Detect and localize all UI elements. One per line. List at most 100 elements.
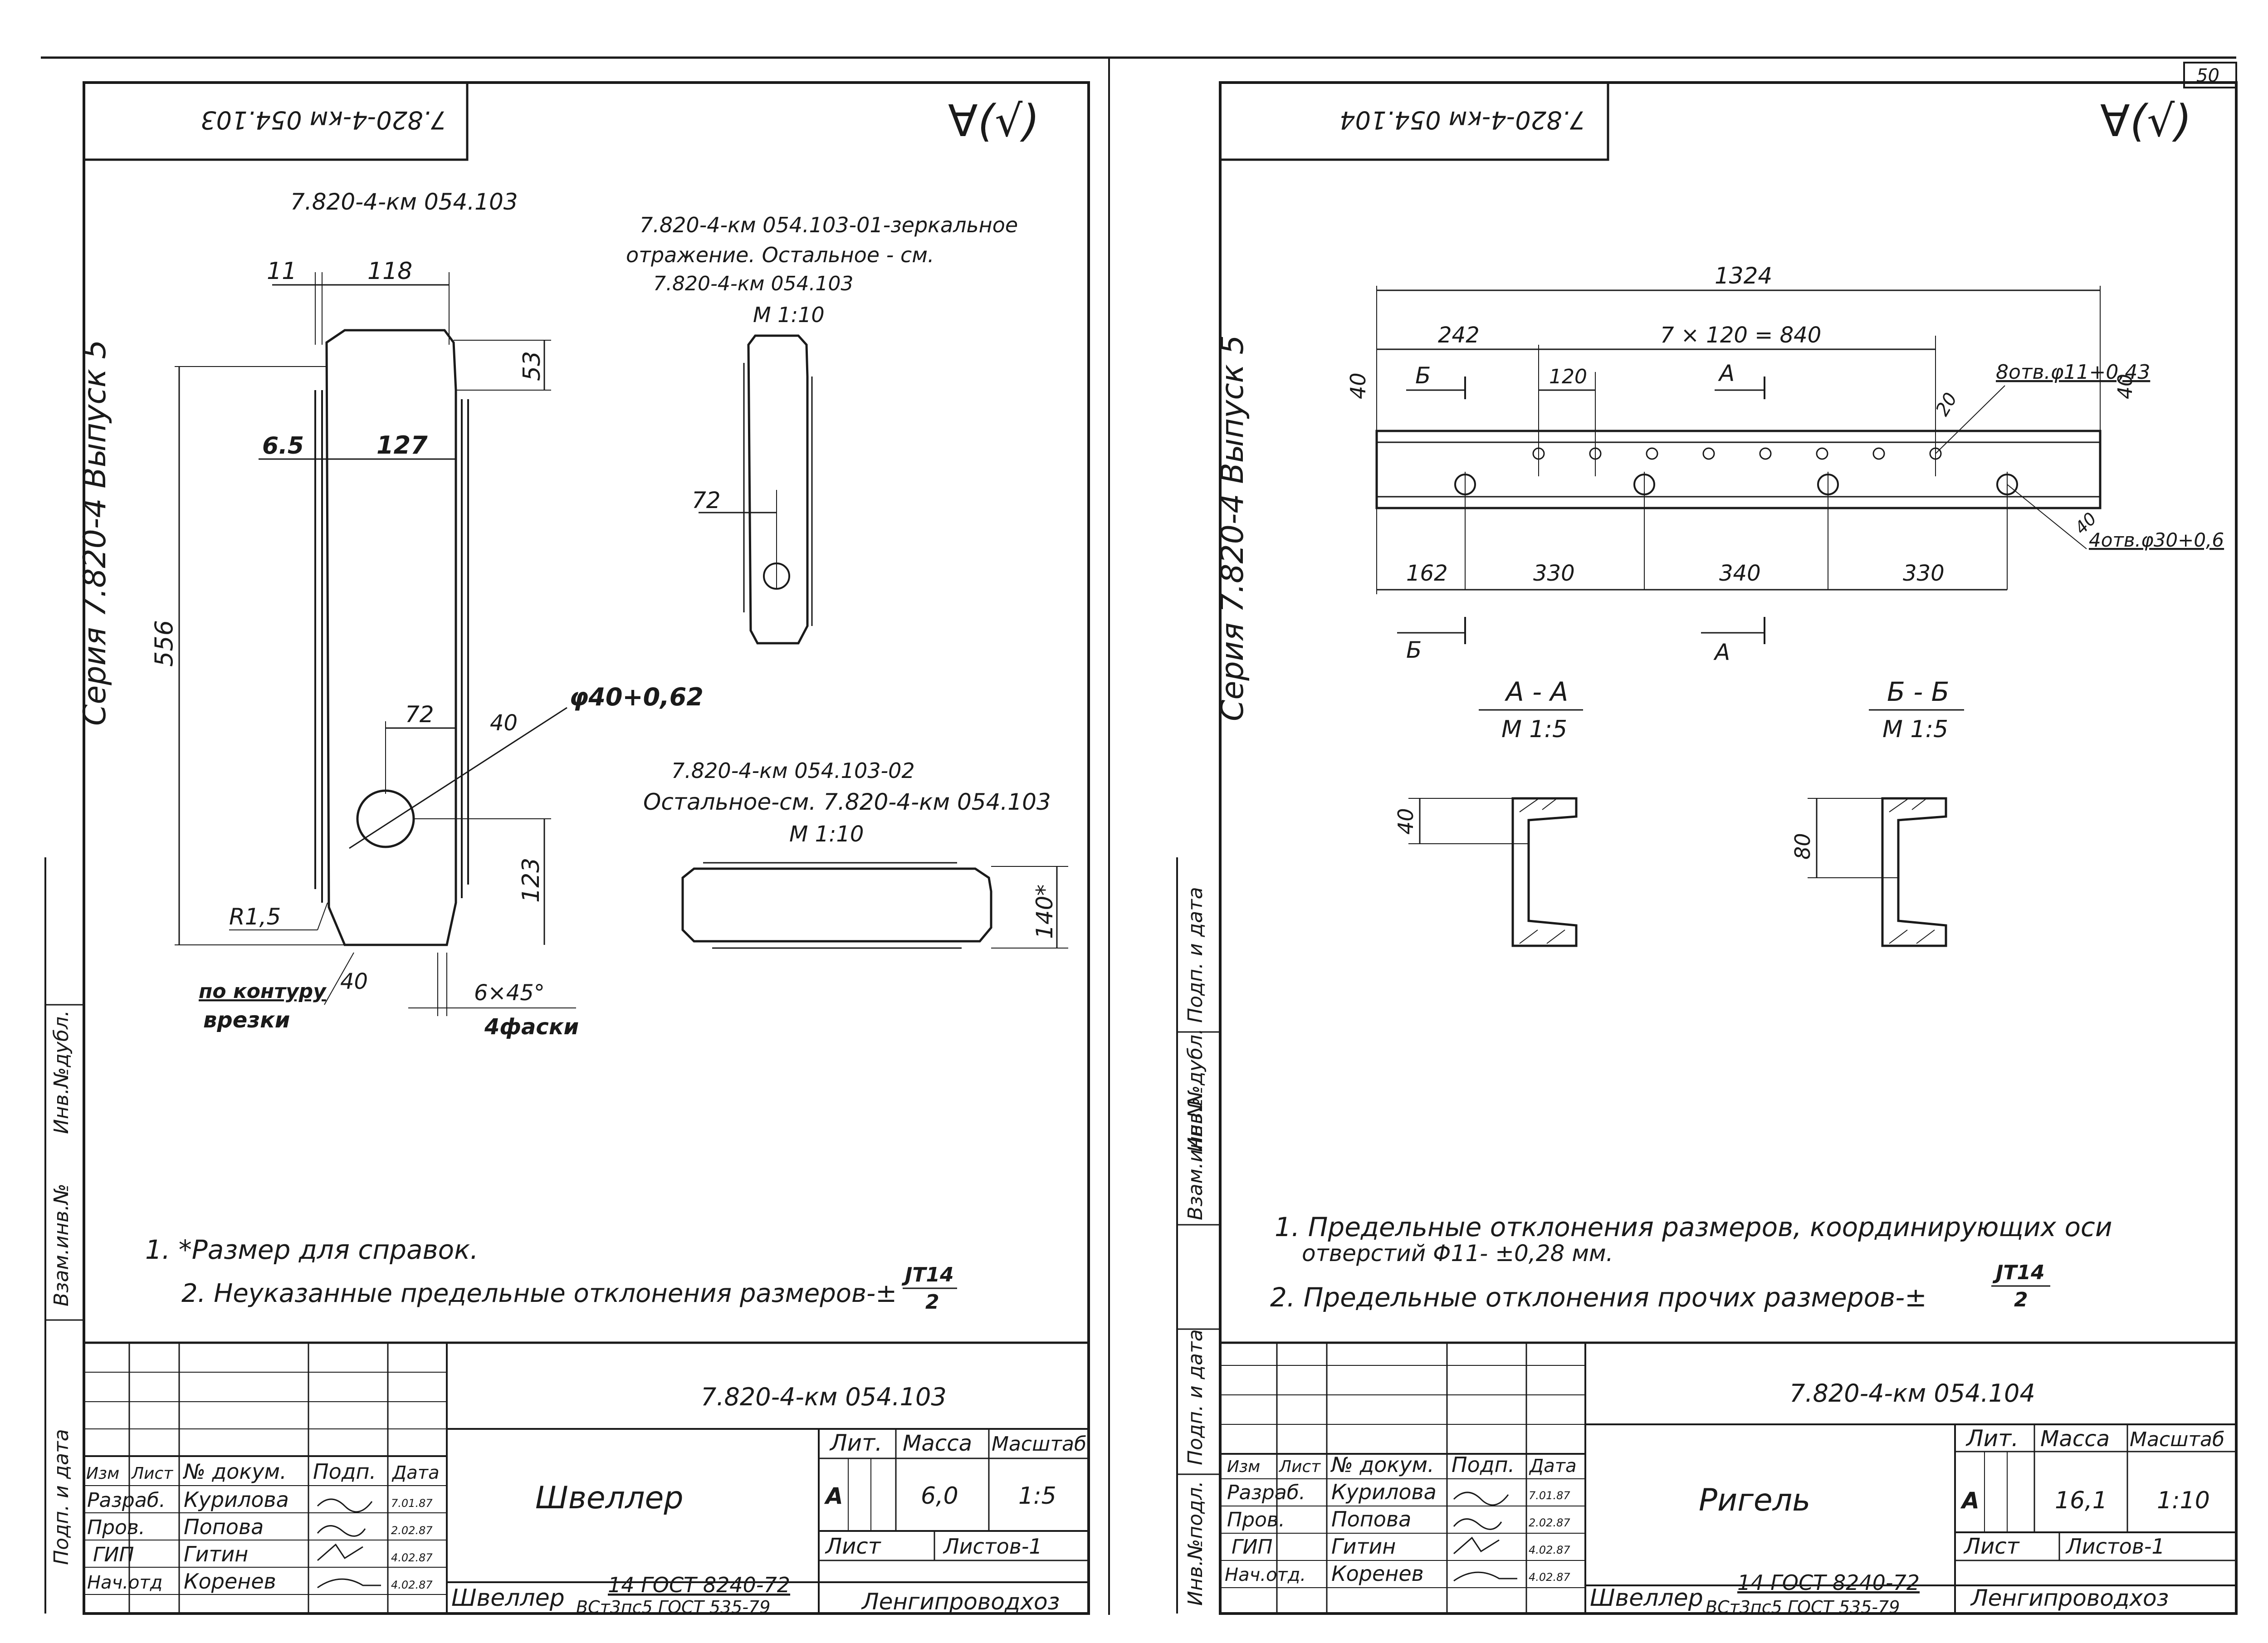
left-note-1: 1. *Размер для справок. [145,1234,479,1265]
cut-b-top: Б [1415,362,1431,389]
left-margin-label-3: Подп. и дата [50,1429,73,1565]
right-date-2: 2.02.87 [1529,1516,1570,1529]
variant1-note-3: 7.820-4-км 054.103 [653,272,853,295]
left-name-2: Попова [184,1515,264,1539]
left-material-spec-2: ВСт3пс5 ГОСТ 535-79 [576,1597,770,1617]
left-note-2-den: 2 [925,1291,939,1314]
left-role-4: Нач.отд [87,1572,162,1593]
right-scale-header: Масштаб [2130,1428,2224,1451]
dim-72: 72 [405,701,434,728]
left-doc-code: 7.820-4-км 054.103 [200,106,446,134]
left-h-izm: Изм [86,1464,119,1483]
dim-330-b: 330 [1903,561,1945,586]
left-signature-4 [317,1578,381,1589]
variant2-code: 7.820-4-км 054.103-02 [671,758,915,783]
left-date-4: 4.02.87 [391,1579,433,1591]
section-b-title: Б - Б [1887,676,1949,707]
right-note-2-den: 2 [2014,1288,2028,1311]
cut-a-top: А [1718,360,1735,386]
dim-11: 11 [267,258,297,285]
right-margin-label-5: Инв.№подл. [1184,1481,1207,1606]
right-date-1: 7.01.87 [1529,1489,1570,1502]
left-date-3: 4.02.87 [391,1551,433,1564]
dim-123: 123 [518,858,545,903]
right-frame [1219,81,2238,1615]
right-sheet: Лист [1963,1534,2020,1559]
holes-8-note: 8отв.φ11+0,43 [1996,361,2150,384]
variant1-dim-72: 72 [692,487,721,513]
hatch [1546,929,1565,944]
right-lit: A [1960,1487,1980,1514]
left-frame [83,81,1090,1615]
holes-4-note: 4отв.φ30+0,6 [2089,529,2224,551]
page-number-box [2183,62,2237,88]
left-mass: 6,0 [921,1482,958,1510]
leader-line [1935,385,2005,454]
contour-note-2: врезки [203,1007,290,1033]
right-signature-2 [1453,1518,1502,1530]
right-note-2: 2. Предельные отклонения прочих размеров… [1270,1282,1927,1313]
right-role-1: Разраб. [1227,1481,1305,1504]
right-scale: 1:10 [2157,1487,2210,1514]
hole-40 [356,789,415,848]
left-signature-grid [84,1343,447,1614]
right-roughness-sign: ∀(√) [2100,96,2192,147]
right-mass-header: Масса [2040,1426,2110,1452]
hatch [1519,929,1538,944]
left-part-name: Швеллер [535,1480,684,1516]
dim-6-5: 6.5 [262,432,304,460]
dim-7x120: 7 × 120 = 840 [1660,323,1821,348]
dim-20: 20 [1932,389,1961,420]
left-signature-2 [317,1525,366,1537]
channel-plate-outline [325,329,457,946]
right-h-list: Лист [1278,1457,1321,1476]
right-material-spec-2: ВСт3пс5 ГОСТ 535-79 [1706,1597,1900,1617]
left-sheet: Лист [825,1534,882,1559]
right-signature-4 [1453,1571,1517,1582]
right-role-3: ГИП [1232,1535,1273,1559]
dim-162: 162 [1406,561,1448,586]
right-signature-3 [1453,1536,1500,1555]
dim-40: 40 [490,710,518,736]
leader-line [317,902,328,930]
section-b-dim-80: 80 [1790,833,1815,860]
variant1-note-2: отражение. Остальное - см. [626,243,934,267]
dim-chamfer: 6×45° [474,980,545,1006]
variant1-scale: М 1:10 [753,303,825,327]
right-h-sign: Подп. [1452,1452,1515,1477]
left-scale: 1:5 [1018,1482,1056,1510]
cut-markers [1397,377,1765,644]
dim-r15: R1,5 [229,904,281,930]
dim-53: 53 [518,351,546,381]
right-signature-grid [1220,1343,1585,1614]
right-margin-label-2: Инв.№дубл. [1184,1028,1207,1152]
right-margin-label-3: Подп. и дата [1184,887,1207,1023]
variant2-note: Остальное-см. 7.820-4-км 054.103 [643,789,1051,815]
left-date-2: 2.02.87 [391,1524,433,1537]
hatch [1542,799,1556,810]
right-h-date: Дата [1529,1456,1577,1477]
section-a-dim-40: 40 [1393,808,1418,835]
dim-120: 120 [1549,365,1587,388]
left-sheet: 7.820-4-км 054.103 ∀(√) Серия 7.820-4 Вы… [44,81,1090,1617]
right-role-2: Пров. [1227,1508,1285,1531]
right-h-izm: Изм [1227,1457,1260,1476]
left-role-2: Пров. [87,1516,145,1539]
left-lit-header: Лит. [829,1430,882,1456]
right-role-4: Нач.отд. [1225,1565,1306,1585]
dim-556: 556 [150,620,178,667]
left-h-date: Дата [391,1462,440,1483]
leader-line [349,707,567,849]
left-name-3: Гитин [184,1542,248,1566]
right-note-1b: отверстий Φ11- ±0,28 мм. [1302,1240,1613,1266]
dim-127: 127 [376,431,428,460]
right-sheet: 7.820-4-км 054.104 ∀(√) Серия 7.820-4 Вы… [1176,81,2238,1617]
small-holes-row [1532,447,1942,460]
left-margin-label-2: Инв.№дубл. [50,1010,73,1134]
right-material-spec: 14 ГОСТ 8240-72 [1737,1570,1920,1595]
variant2-dim-140: 140* [1031,885,1058,939]
right-code-box [1219,81,1609,161]
right-margin-label-4: Подп. и дата [1184,1329,1207,1465]
section-a-title: А - А [1504,676,1568,707]
